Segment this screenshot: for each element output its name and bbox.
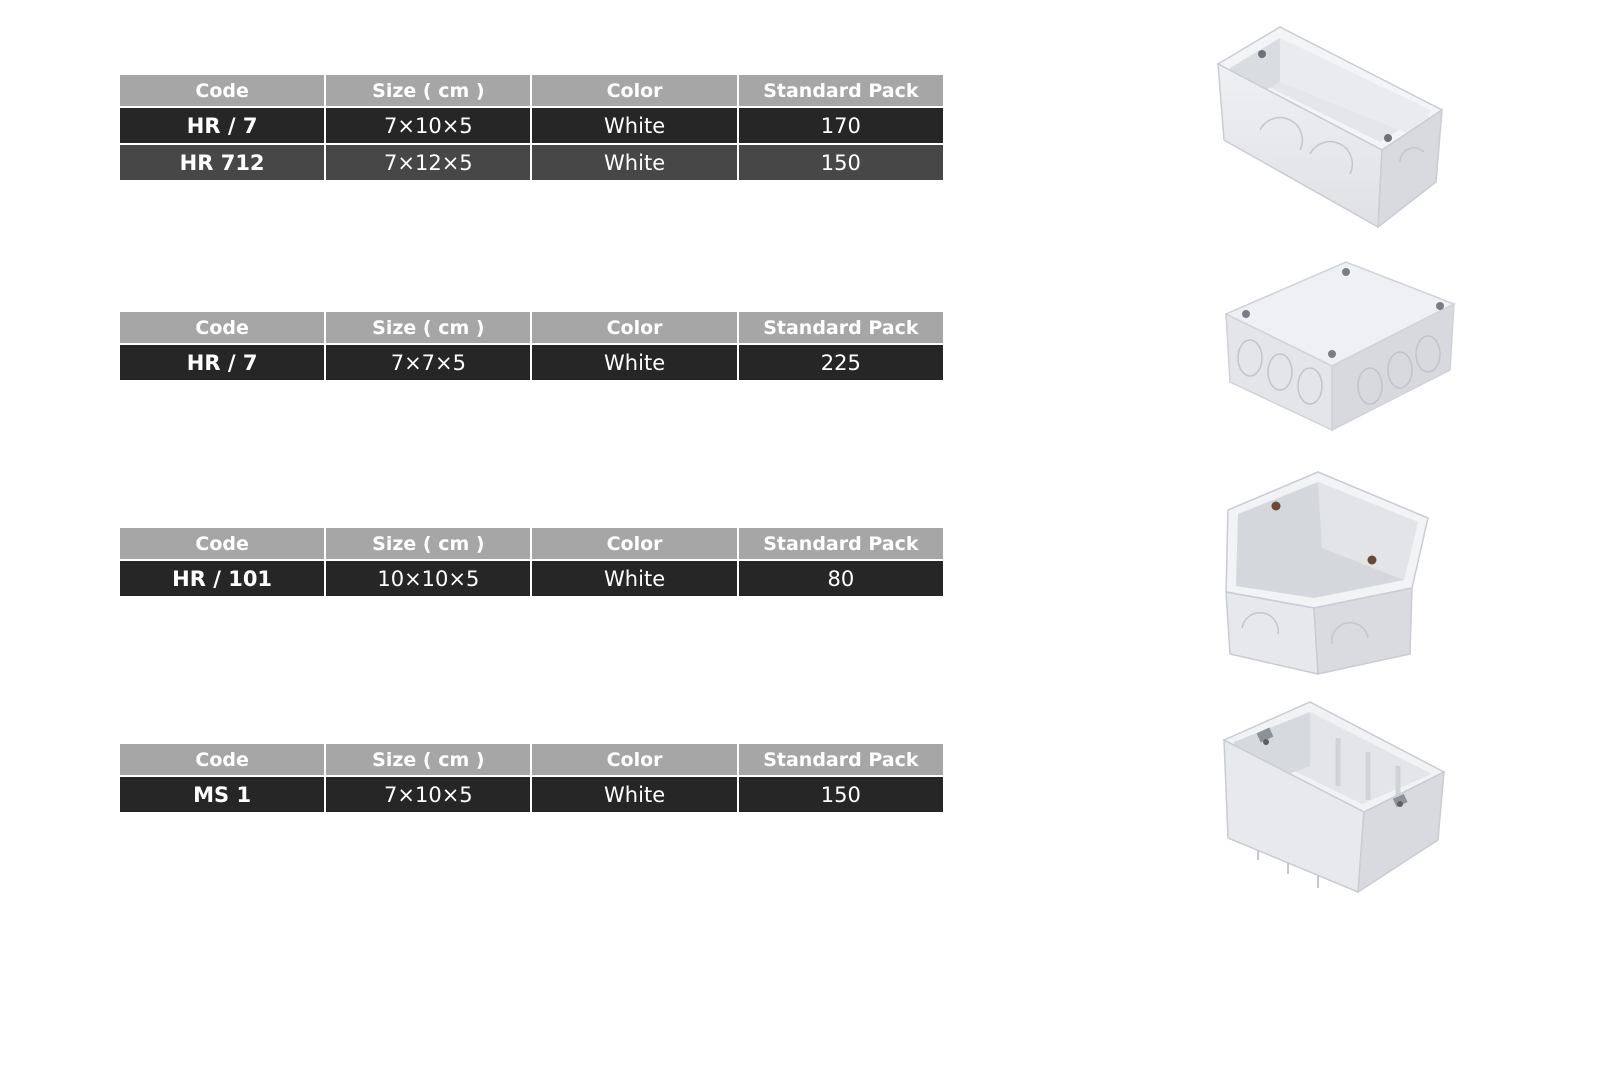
code-cell: HR / 101 [120,561,327,596]
color-cell: White [532,777,739,812]
size-cell: 10×10×5 [326,561,533,596]
table-row: HR 712 7×12×5 White 150 [120,143,943,180]
square-junction-box-with-lid-image [1224,261,1456,432]
header-color: Color [532,528,739,561]
table-header-row: Code Size ( cm ) Color Standard Pack [120,744,943,777]
table-row: HR / 101 10×10×5 White 80 [120,561,943,596]
pack-cell: 150 [738,143,943,180]
code-cell: HR / 7 [120,108,327,143]
header-code: Code [120,744,327,777]
header-size: Size ( cm ) [326,312,533,345]
header-standard-pack: Standard Pack [738,312,943,345]
size-cell: 7×12×5 [326,143,533,180]
rectangular-box-with-metal-lugs-image [1222,701,1446,894]
rectangular-flush-box-image [1216,26,1444,229]
header-standard-pack: Standard Pack [738,744,943,777]
code-cell: HR 712 [120,143,327,180]
pack-cell: 150 [738,777,943,812]
color-cell: White [532,345,739,380]
code-cell: MS 1 [120,777,327,812]
pack-cell: 80 [738,561,943,596]
header-color: Color [532,744,739,777]
pack-cell: 170 [738,108,943,143]
color-cell: White [532,561,739,596]
spec-table-2: Code Size ( cm ) Color Standard Pack HR … [120,312,943,380]
header-code: Code [120,75,327,108]
color-cell: White [532,143,739,180]
spec-table-4: Code Size ( cm ) Color Standard Pack MS … [120,744,943,812]
header-color: Color [532,75,739,108]
table-header-row: Code Size ( cm ) Color Standard Pack [120,528,943,561]
header-size: Size ( cm ) [326,528,533,561]
pack-cell: 225 [738,345,943,380]
table-row: HR / 7 7×10×5 White 170 [120,108,943,143]
table-header-row: Code Size ( cm ) Color Standard Pack [120,312,943,345]
header-code: Code [120,528,327,561]
spec-table-1: Code Size ( cm ) Color Standard Pack HR … [120,75,943,180]
size-cell: 7×10×5 [326,108,533,143]
size-cell: 7×7×5 [326,345,533,380]
header-code: Code [120,312,327,345]
table-header-row: Code Size ( cm ) Color Standard Pack [120,75,943,108]
header-size: Size ( cm ) [326,744,533,777]
spec-table-3: Code Size ( cm ) Color Standard Pack HR … [120,528,943,596]
header-size: Size ( cm ) [326,75,533,108]
table-row: MS 1 7×10×5 White 150 [120,777,943,812]
header-color: Color [532,312,739,345]
size-cell: 7×10×5 [326,777,533,812]
color-cell: White [532,108,739,143]
header-standard-pack: Standard Pack [738,75,943,108]
square-flush-box-image [1225,471,1429,675]
code-cell: HR / 7 [120,345,327,380]
header-standard-pack: Standard Pack [738,528,943,561]
table-row: HR / 7 7×7×5 White 225 [120,345,943,380]
